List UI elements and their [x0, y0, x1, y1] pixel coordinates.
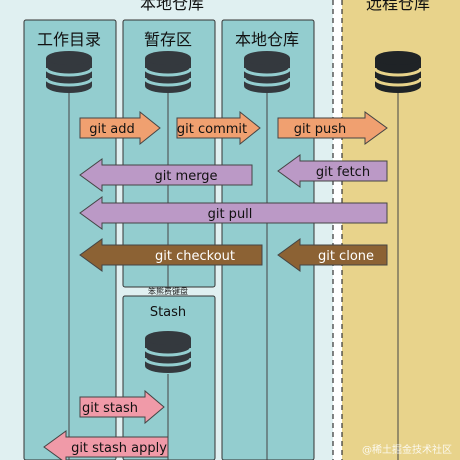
- label-git-merge: git merge: [154, 169, 217, 184]
- arrow-git-clone: [277, 238, 388, 272]
- label-git-commit: git commit: [177, 122, 247, 137]
- arrow-git-add: [79, 110, 161, 146]
- label-git-checkout: git checkout: [155, 249, 235, 264]
- database-icon-stash: [143, 331, 193, 373]
- column-title-staging: 暂存区: [144, 30, 192, 49]
- database-icon-working-directory: [44, 51, 94, 93]
- arrow-git-fetch: [277, 154, 388, 188]
- label-git-push: git push: [294, 122, 347, 137]
- label-git-add: git add: [89, 122, 135, 137]
- label-git-stash: git stash: [82, 401, 138, 416]
- arrow-git-merge: [79, 158, 253, 192]
- watermark: @稀土掘金技术社区: [362, 445, 452, 456]
- arrow-git-commit: [176, 110, 261, 146]
- remote-region-title: 远程仓库: [366, 0, 430, 13]
- arrow-git-stash: [79, 389, 165, 425]
- stash-caption: 笨熊费键盘: [148, 286, 188, 296]
- label-git-pull: git pull: [208, 207, 253, 222]
- column-title-local-repo: 本地仓库: [235, 30, 299, 49]
- column-title-stash: Stash: [150, 305, 186, 320]
- lane-stash: [122, 295, 216, 460]
- arrow-git-checkout: [79, 238, 263, 272]
- arrow-git-stash-apply: [43, 430, 169, 460]
- label-git-stash-apply: git stash apply: [71, 441, 167, 456]
- arrow-git-push: [277, 111, 388, 145]
- column-title-working-directory: 工作目录: [37, 30, 101, 49]
- arrow-git-pull: [79, 196, 388, 230]
- local-region-title: 本地仓库: [140, 0, 204, 13]
- label-git-fetch: git fetch: [316, 165, 370, 180]
- database-icon-staging: [143, 51, 193, 93]
- label-git-clone: git clone: [318, 249, 374, 264]
- database-icon-remote-repo: [373, 51, 423, 93]
- database-icon-local-repo: [242, 51, 292, 93]
